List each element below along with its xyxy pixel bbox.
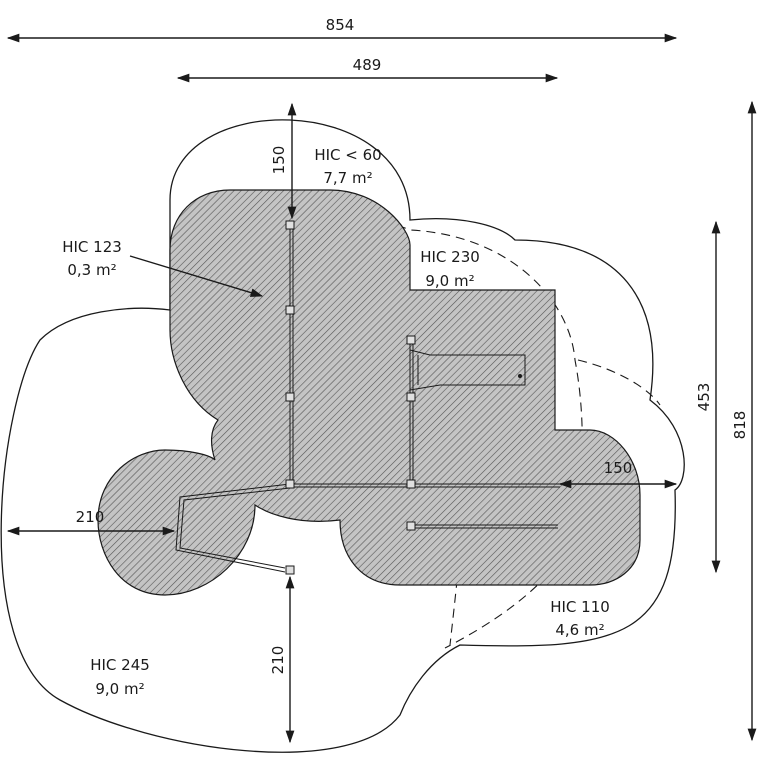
dim-right-fall: 150 <box>604 459 633 477</box>
dim-bottom-fall: 210 <box>269 646 287 675</box>
dim-top-overall: 854 <box>326 16 355 34</box>
dim-right-overall: 818 <box>731 411 749 440</box>
safety-zone-outline <box>0 119 685 753</box>
leader-hic123 <box>129 255 264 297</box>
equipment-structure <box>175 220 560 575</box>
dashed-zone-line-hic110 <box>577 359 661 406</box>
zone-label-hic-lt60: HIC < 60 <box>314 146 381 164</box>
dim-left-fall: 210 <box>76 508 105 526</box>
zone-label-hic230: HIC 230 <box>420 248 480 266</box>
zone-label-hic110: HIC 110 <box>550 598 610 616</box>
zone-label-hic123: HIC 123 <box>62 238 122 256</box>
zone-area-hic123: 0,3 m² <box>67 261 116 279</box>
zone-label-hic245: HIC 245 <box>90 656 150 674</box>
zone-area-hic245: 9,0 m² <box>95 680 144 698</box>
dim-right-inner: 453 <box>695 383 713 412</box>
zone-area-hic110: 4,6 m² <box>555 621 604 639</box>
dim-top-inner: 489 <box>353 56 382 74</box>
zone-area-hic-lt60: 7,7 m² <box>323 169 372 187</box>
dim-top-fall: 150 <box>270 146 288 175</box>
zone-area-hic230: 9,0 m² <box>425 272 474 290</box>
equipment-footprint-hatched <box>97 189 641 596</box>
